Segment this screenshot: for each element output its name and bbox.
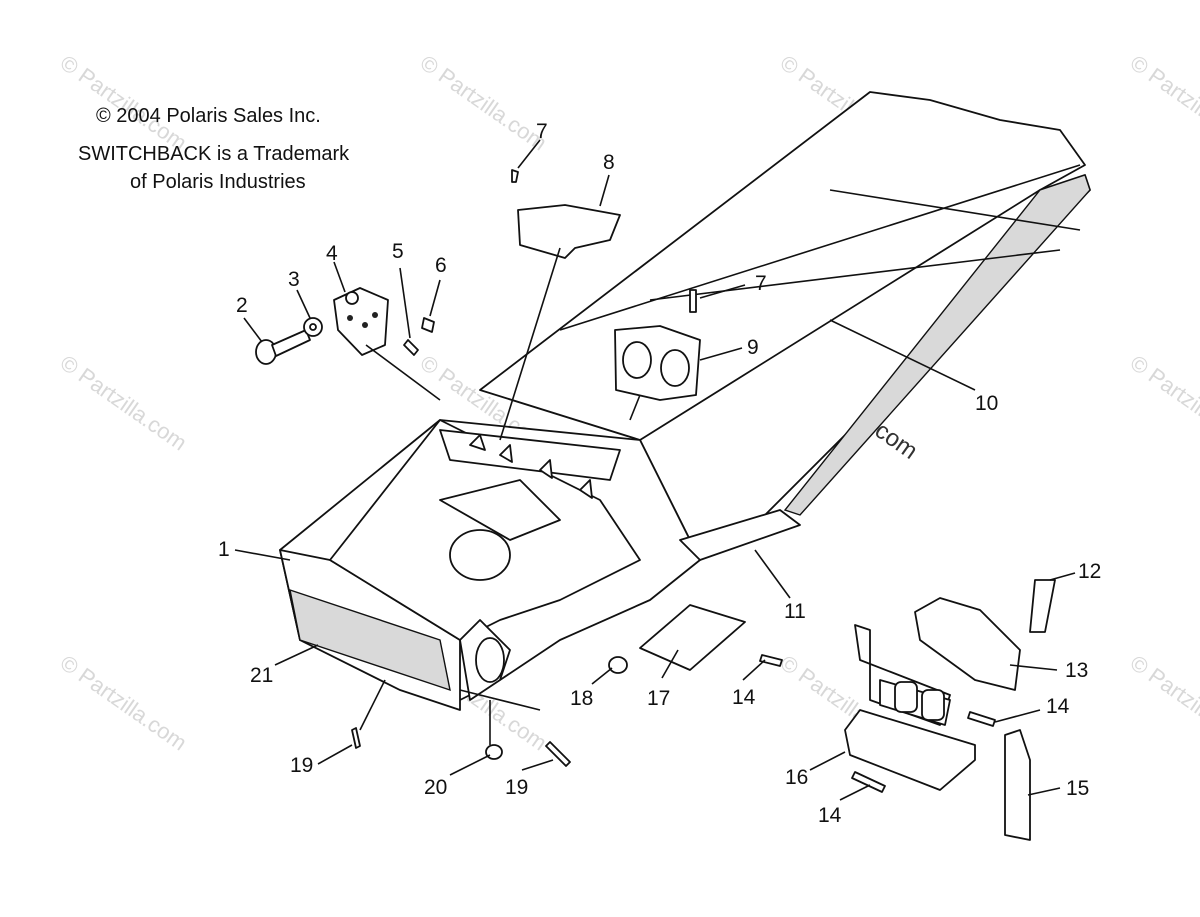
part-2-bolt [255, 329, 311, 365]
part-5-screw [403, 339, 419, 356]
trademark-notice: SWITCHBACK is a Trademark [78, 143, 350, 165]
callout-5: 5 [392, 240, 404, 263]
callout-20: 20 [424, 776, 447, 799]
part-8-plate [517, 204, 621, 259]
callout-4: 4 [326, 242, 338, 265]
callout-12: 12 [1078, 560, 1101, 583]
part-17-pad [639, 604, 746, 671]
callout-14: 14 [818, 804, 842, 827]
part-3-nut [303, 317, 323, 337]
callout-14: 14 [1046, 695, 1070, 718]
callout-10: 10 [975, 392, 998, 415]
front-bulkhead [279, 419, 701, 711]
callout-16: 16 [785, 766, 808, 789]
callout-21: 21 [250, 664, 273, 687]
callout-1: 1 [218, 538, 230, 561]
part-13-guard [914, 597, 1021, 691]
callout-14: 14 [732, 686, 756, 709]
callout-18: 18 [570, 687, 593, 710]
callout-8: 8 [603, 151, 615, 174]
part-6-screw [421, 317, 435, 333]
callout-7: 7 [755, 272, 767, 295]
callout-7: 7 [536, 120, 548, 143]
callout-11: 11 [784, 600, 806, 623]
callout-13: 13 [1065, 659, 1088, 682]
rear-rail [679, 509, 801, 561]
callout-9: 9 [747, 336, 759, 359]
part-20-grommet [485, 744, 503, 760]
part-7-rivet [689, 289, 697, 313]
part-18-plug [608, 656, 628, 674]
copyright-notice: © 2004 Polaris Sales Inc. [96, 105, 321, 127]
callout-2: 2 [236, 294, 248, 317]
part-9-handle [614, 325, 701, 401]
part-14-fastener [967, 711, 996, 727]
part-19-fastener [351, 727, 361, 749]
part-19-fastener [545, 741, 571, 767]
callout-3: 3 [288, 268, 300, 291]
callout-17: 17 [647, 687, 670, 710]
part-16-heat-exchanger-bracket [844, 624, 976, 791]
part-7-rivet [511, 169, 519, 183]
part-15-deflector [1004, 729, 1031, 841]
part-14-fastener [759, 654, 783, 667]
part-14-fastener [851, 771, 886, 793]
callout-6: 6 [435, 254, 447, 277]
callout-15: 15 [1066, 777, 1089, 800]
callout-labels: 1 2 3 4 5 6 7 7 8 9 10 11 12 13 14 14 14… [218, 120, 1101, 827]
part-4-bracket [333, 287, 389, 356]
trademark-notice-owner: of Polaris Industries [130, 171, 306, 193]
callout-19: 19 [505, 776, 528, 799]
callout-19: 19 [290, 754, 313, 777]
part-12-clip [1029, 579, 1056, 633]
leader-lines [234, 139, 1076, 801]
